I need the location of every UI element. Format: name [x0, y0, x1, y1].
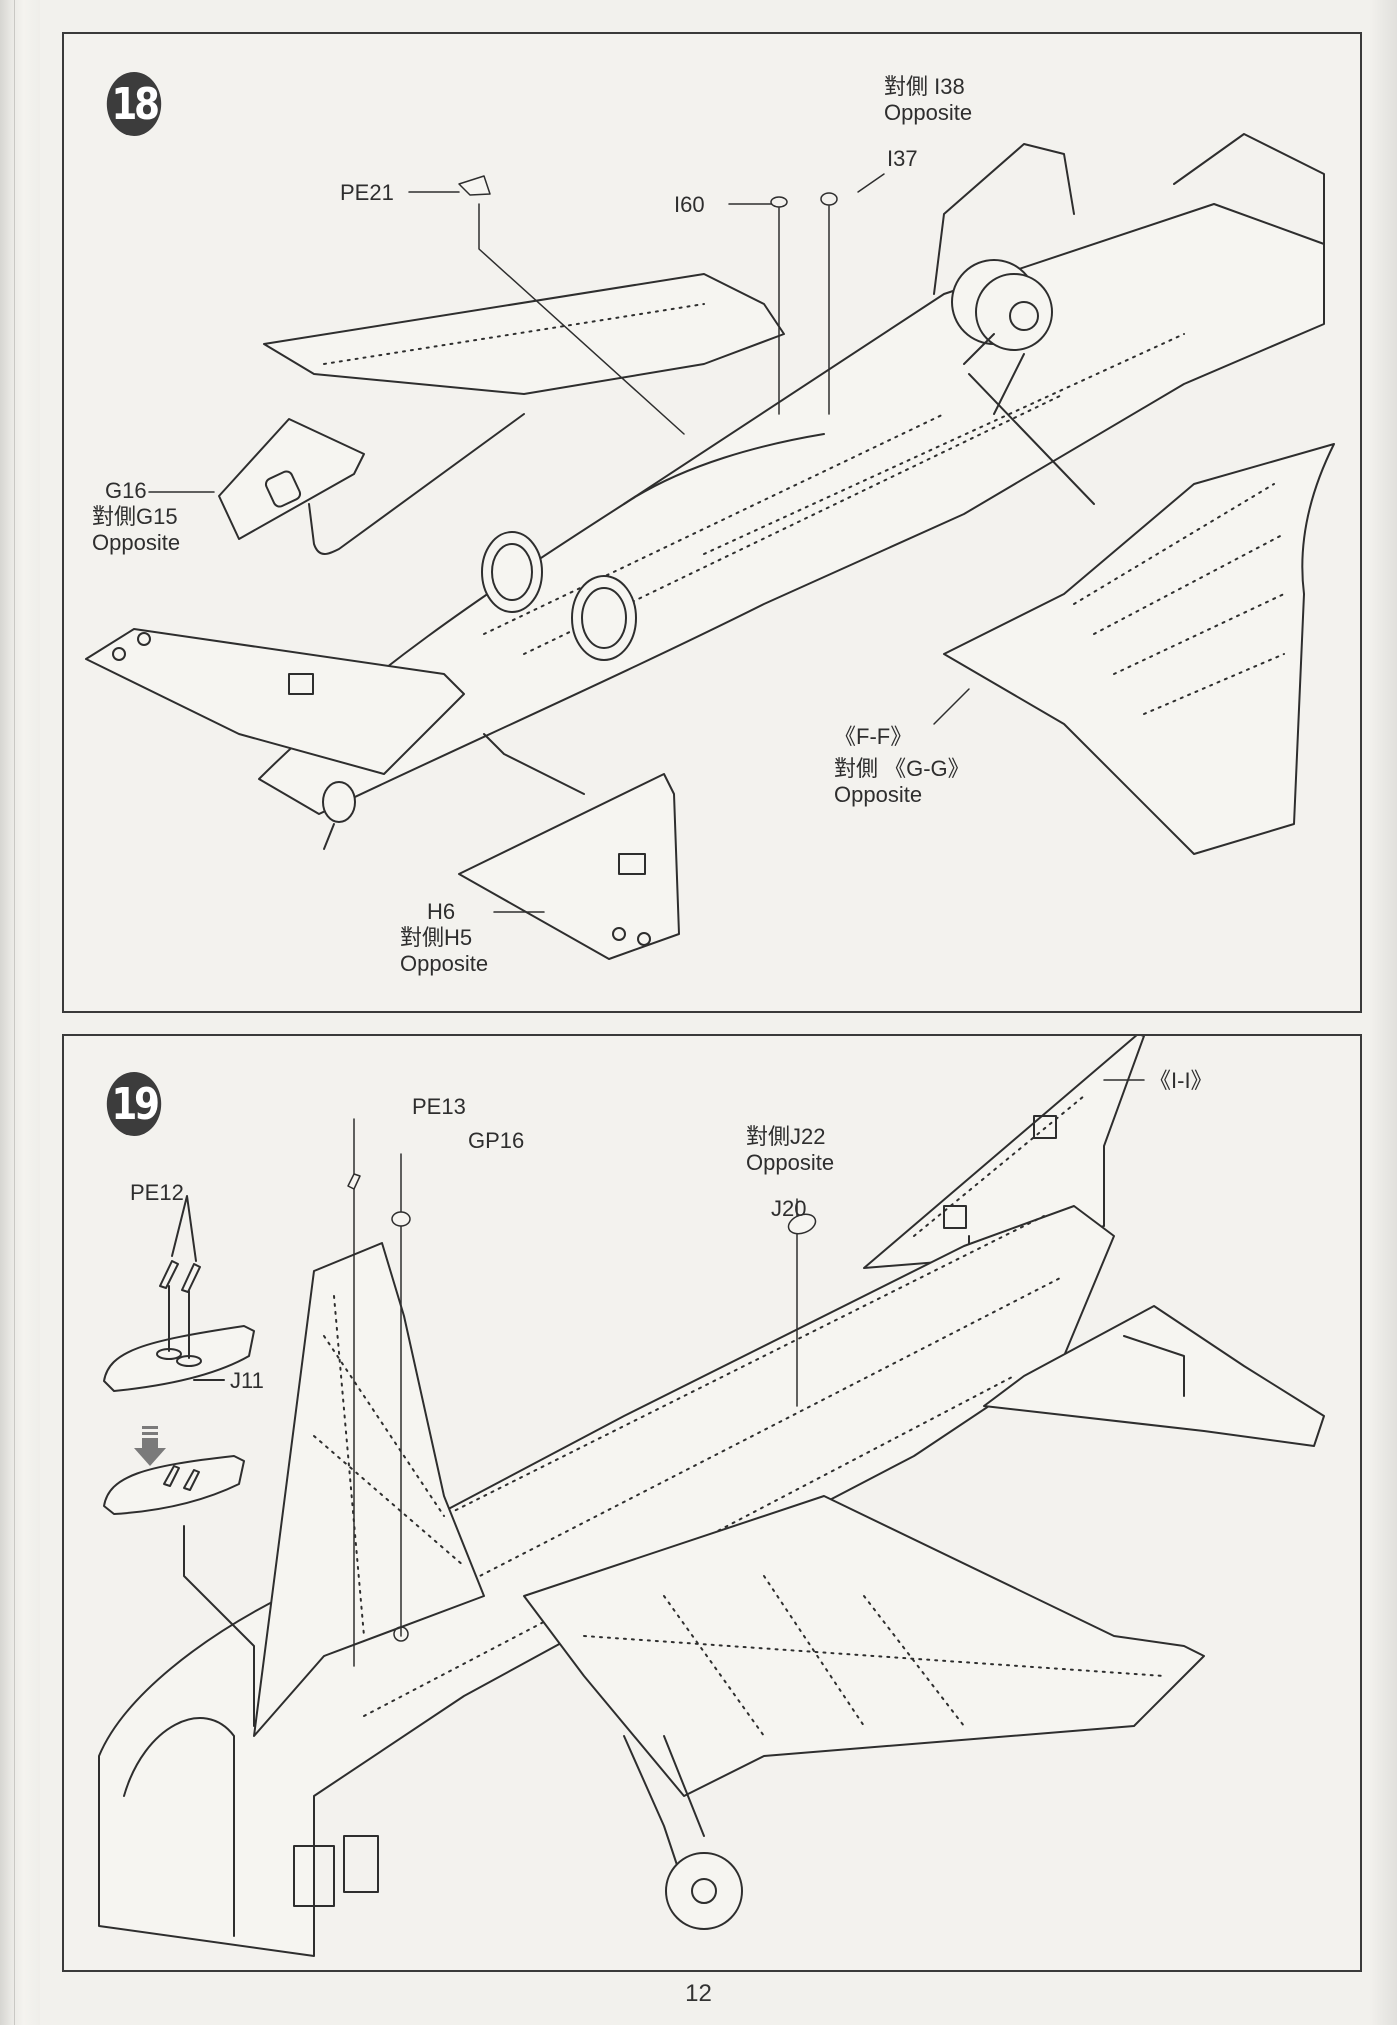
step-19-panel: 19 [62, 1034, 1362, 1972]
part-label-i37: I37 [887, 146, 918, 171]
part-label-pe13: PE13 [412, 1094, 466, 1119]
part-label-g16: G16 對側G15 Opposite [92, 478, 181, 555]
part-label-h6: H6 對側H5 Opposite [400, 899, 489, 976]
step-18-illustration [85, 133, 1335, 960]
part-label-pe21: PE21 [340, 180, 394, 205]
part-label-j22: 對側J22 Opposite [746, 1124, 835, 1175]
nose-drawing [322, 781, 356, 850]
callout-lines [347, 1079, 1145, 1667]
right-wing-ff-drawing [943, 373, 1335, 855]
page-number: 12 [685, 1980, 712, 2007]
section-label-ii: 《I-I》 [1149, 1068, 1213, 1093]
engine-nozzles-drawing [481, 531, 637, 661]
page-binding-edge [0, 0, 40, 2025]
landing-gear-drawing [623, 1735, 743, 1930]
tail-fin-drawing [253, 1242, 485, 1737]
part-label-i60: I60 [674, 192, 705, 217]
part-label-pe12: PE12 [130, 1180, 184, 1205]
part-label-gp16: GP16 [468, 1128, 525, 1153]
part-j11-drawing [103, 1195, 255, 1727]
callout-lines [148, 173, 970, 913]
fin-part-h6-drawing [458, 733, 680, 960]
right-wing-drawing [523, 1495, 1205, 1797]
landing-gear-drawing [951, 259, 1053, 415]
part-label-j20: J20 [771, 1196, 807, 1221]
fuselage-drawing [258, 133, 1325, 815]
step-number-badge: 19 [106, 1072, 162, 1136]
horizontal-stabilizer-drawing [983, 1305, 1325, 1447]
assembly-arrow-icon [134, 1426, 166, 1466]
step-18-panel: 18 [62, 32, 1362, 1013]
upper-wing-drawing [263, 273, 785, 395]
part-label-j11: J11 [230, 1368, 264, 1393]
left-stabilizer-drawing [85, 628, 465, 775]
airbrake-panel-g16-drawing [218, 413, 525, 555]
part-label-i38: 對側 I38 Opposite [884, 74, 973, 125]
step-19-illustration [98, 1036, 1325, 1957]
section-label-ff: 《F-F》 [834, 724, 913, 749]
section-label-gg: 對側 《G-G》 Opposite [834, 756, 970, 807]
step-number: 19 [111, 1078, 160, 1130]
step-number-badge: 18 [106, 72, 162, 136]
step-number: 18 [111, 78, 160, 130]
page-edge-shadow [1369, 0, 1397, 2025]
